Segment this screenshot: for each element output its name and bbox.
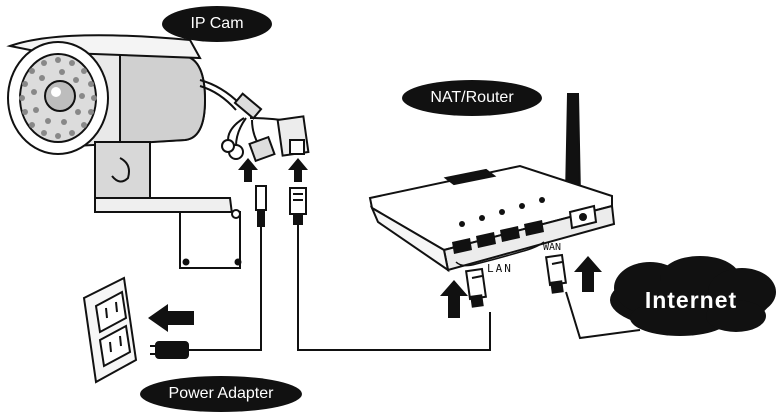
nat-router bbox=[368, 93, 616, 273]
power-adapter-plug bbox=[150, 341, 189, 359]
ip-cam-label: IP Cam bbox=[162, 6, 272, 42]
router-label: NAT/Router bbox=[402, 80, 542, 116]
camera-power-arrow-icon bbox=[238, 158, 258, 182]
lan-rj45-plug bbox=[464, 267, 488, 308]
ir-led-ring bbox=[19, 57, 97, 139]
router-status-leds bbox=[459, 197, 545, 227]
wall-outlet bbox=[82, 276, 138, 384]
lan-up-arrow-icon bbox=[440, 280, 468, 318]
ip-camera bbox=[6, 34, 242, 269]
power-cable bbox=[188, 226, 262, 351]
dc-power-plug bbox=[255, 185, 267, 227]
cables bbox=[188, 224, 641, 351]
camera-rj45-plug bbox=[289, 187, 307, 225]
power-adapter-label: Power Adapter bbox=[140, 376, 302, 412]
camera-pigtail-cables bbox=[199, 79, 310, 163]
camera-lan-arrow-icon bbox=[288, 158, 308, 182]
wan-up-arrow-icon bbox=[574, 256, 602, 292]
outlet-arrow-icon bbox=[148, 304, 194, 332]
router-lan-ports bbox=[452, 220, 544, 254]
wan-label: WAN bbox=[543, 242, 562, 253]
lan-label: LAN bbox=[487, 262, 513, 275]
camera-ethernet-cable bbox=[297, 224, 491, 351]
internet-cloud bbox=[610, 256, 776, 336]
wan-rj45-plug bbox=[544, 253, 568, 294]
wan-cable bbox=[565, 291, 641, 340]
internet-label: Internet bbox=[644, 286, 738, 313]
camera-lens bbox=[44, 80, 76, 112]
